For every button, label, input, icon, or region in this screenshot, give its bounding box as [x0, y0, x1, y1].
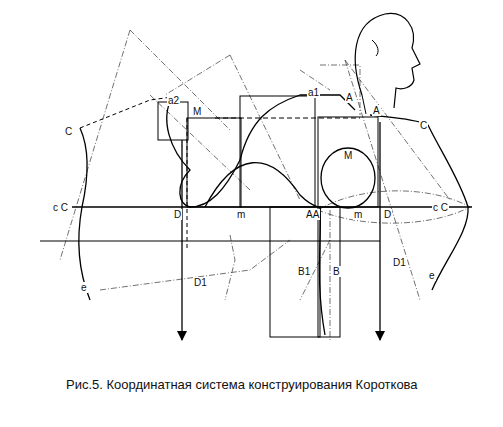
point-label: С: [64, 126, 73, 137]
point-label: D: [383, 209, 392, 220]
figure-caption: Рис.5. Координатная система конструирова…: [66, 377, 418, 392]
point-label: е: [80, 282, 88, 293]
point-label: m: [353, 209, 363, 220]
point-label: М: [343, 150, 353, 161]
point-label: m: [236, 209, 246, 220]
point-label: а1: [307, 87, 320, 98]
point-label: В1: [297, 266, 311, 277]
point-label: А: [372, 105, 381, 116]
point-label: е: [428, 270, 436, 281]
point-label: С: [419, 120, 428, 131]
point-label: D1: [392, 257, 407, 268]
point-label: А: [345, 92, 354, 103]
point-label: а2: [167, 95, 180, 106]
point-label: М: [192, 106, 202, 117]
point-label: В: [332, 266, 341, 277]
point-label: АА: [305, 209, 320, 220]
point-label: D1: [193, 277, 208, 288]
point-label: с С: [52, 202, 69, 213]
point-label: с С: [432, 202, 449, 213]
point-label: D: [173, 209, 182, 220]
